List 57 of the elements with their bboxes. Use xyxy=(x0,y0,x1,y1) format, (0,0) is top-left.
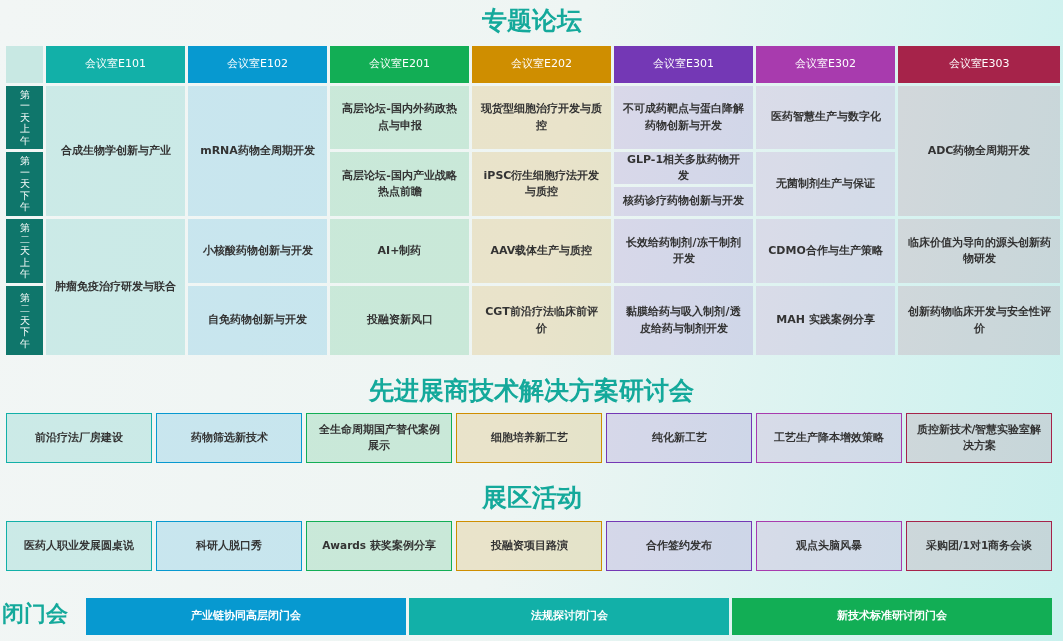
session-topic: 小核酸药物创新与开发 xyxy=(188,219,327,283)
topic-card: 观点头脑风暴 xyxy=(756,521,902,571)
room-header: 会议室E303 xyxy=(898,46,1060,83)
session-topic: AI+制药 xyxy=(330,219,469,283)
session-topic: 高层论坛-国内外药政热点与申报 xyxy=(330,86,469,149)
session-topic: MAH 实践案例分享 xyxy=(756,286,895,355)
room-header: 会议室E201 xyxy=(330,46,469,83)
meeting-bar: 新技术标准研讨闭门会 xyxy=(732,598,1052,635)
topic-card: 科研人脱口秀 xyxy=(156,521,302,571)
session-topic: mRNA药物全周期开发 xyxy=(188,86,327,216)
room-header: 会议室E202 xyxy=(472,46,611,83)
session-topic: 合成生物学创新与产业 xyxy=(46,86,185,216)
session-topic: GLP-1相关多肽药物开发 xyxy=(614,152,753,184)
session-topic: 医药智慧生产与数字化 xyxy=(756,86,895,149)
topic-card: Awards 获奖案例分享 xyxy=(306,521,452,571)
session-label: 第二天上午 xyxy=(6,219,43,283)
section-heading: 专题论坛 xyxy=(480,5,583,38)
topic-card: 全生命周期国产替代案例展示 xyxy=(306,413,452,463)
topic-card: 合作签约发布 xyxy=(606,521,752,571)
session-topic: iPSC衍生细胞疗法开发与质控 xyxy=(472,152,611,216)
session-topic: 投融资新风口 xyxy=(330,286,469,355)
session-topic: 高层论坛-国内产业战略热点前瞻 xyxy=(330,152,469,216)
topic-card: 药物筛选新技术 xyxy=(156,413,302,463)
room-header: 会议室E101 xyxy=(46,46,185,83)
topic-card: 细胞培养新工艺 xyxy=(456,413,602,463)
room-header: 会议室E302 xyxy=(756,46,895,83)
topic-card: 医药人职业发展圆桌说 xyxy=(6,521,152,571)
session-topic: AAV载体生产与质控 xyxy=(472,219,611,283)
session-topic: 肿瘤免疫治疗研发与联合 xyxy=(46,219,185,355)
session-topic: 现货型细胞治疗开发与质控 xyxy=(472,86,611,149)
session-topic: CGT前沿疗法临床前评价 xyxy=(472,286,611,355)
topic-card: 工艺生产降本增效策略 xyxy=(756,413,902,463)
topic-card: 前沿疗法厂房建设 xyxy=(6,413,152,463)
session-topic: 无菌制剂生产与保证 xyxy=(756,152,895,216)
session-topic: 自免药物创新与开发 xyxy=(188,286,327,355)
session-topic: 黏膜给药与吸入制剂/透皮给药与制剂开发 xyxy=(614,286,753,355)
topic-card: 质控新技术/智慧实验室解决方案 xyxy=(906,413,1052,463)
topic-card: 纯化新工艺 xyxy=(606,413,752,463)
session-topic: 不可成药靶点与蛋白降解药物创新与开发 xyxy=(614,86,753,149)
section-heading: 先进展商技术解决方案研讨会 xyxy=(368,375,695,408)
session-topic: ADC药物全周期开发 xyxy=(898,86,1060,216)
room-header: 会议室E102 xyxy=(188,46,327,83)
session-label: 第一天上午 xyxy=(6,86,43,149)
section-heading: 展区活动 xyxy=(480,482,583,515)
meeting-bar: 产业链协同高层闭门会 xyxy=(86,598,406,635)
topic-card: 采购团/1对1商务会谈 xyxy=(906,521,1052,571)
room-header: 会议室E301 xyxy=(614,46,753,83)
session-label: 第一天下午 xyxy=(6,152,43,216)
session-topic: 创新药物临床开发与安全性评价 xyxy=(898,286,1060,355)
meeting-bar: 法规探讨闭门会 xyxy=(409,598,729,635)
session-label: 第二天下午 xyxy=(6,286,43,355)
section-heading: 闭门会 xyxy=(2,599,69,628)
session-topic: 长效给药制剂/冻干制剂开发 xyxy=(614,219,753,283)
session-topic: CDMO合作与生产策略 xyxy=(756,219,895,283)
session-topic: 核药诊疗药物创新与开发 xyxy=(614,187,753,216)
topic-card: 投融资项目路演 xyxy=(456,521,602,571)
session-topic: 临床价值为导向的源头创新药物研发 xyxy=(898,219,1060,283)
